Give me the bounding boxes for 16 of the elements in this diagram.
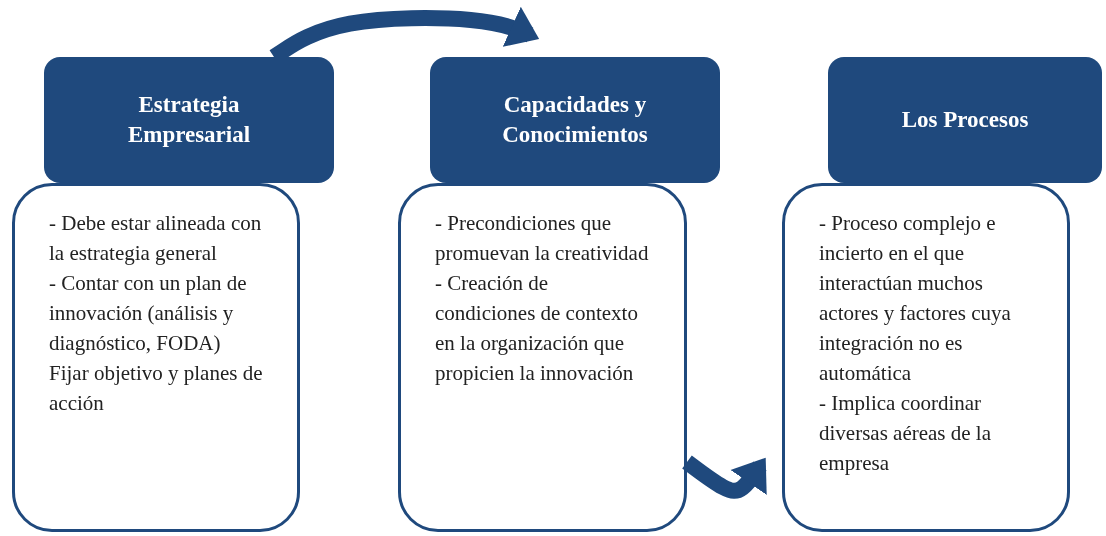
header-box: [430, 57, 720, 183]
content-box: [12, 183, 300, 532]
content-box: [782, 183, 1070, 532]
bullet-text: - Implica coordinar diversas aéreas de la empresa: [819, 390, 992, 477]
header-box: [44, 57, 334, 183]
header-box: [828, 57, 1102, 183]
bullet-text: - Proceso complejo e incierto en el que interactúan muchos actores y factores cuya integración no es automática: [819, 210, 1012, 387]
bullet-text: - Contar con un plan de innovación (análisis y diagnóstico, FODA) Fijar objetivo y planes de acción: [49, 270, 263, 417]
curved-arrow: [682, 455, 767, 499]
header-text: Los Procesos: [900, 106, 1030, 134]
bullet-text: - Precondiciones que promuevan la creatividad: [435, 210, 650, 267]
content-box: [398, 183, 687, 532]
bullet-text: - Creación de condiciones de contexto en la organización que propicien la innovación: [435, 270, 639, 387]
header-text: Estrategia Empresarial: [126, 91, 252, 149]
bullet-text: - Debe estar alineada con la estrategia general: [49, 210, 263, 267]
header-text: Capacidades y Conocimientos: [501, 91, 649, 149]
